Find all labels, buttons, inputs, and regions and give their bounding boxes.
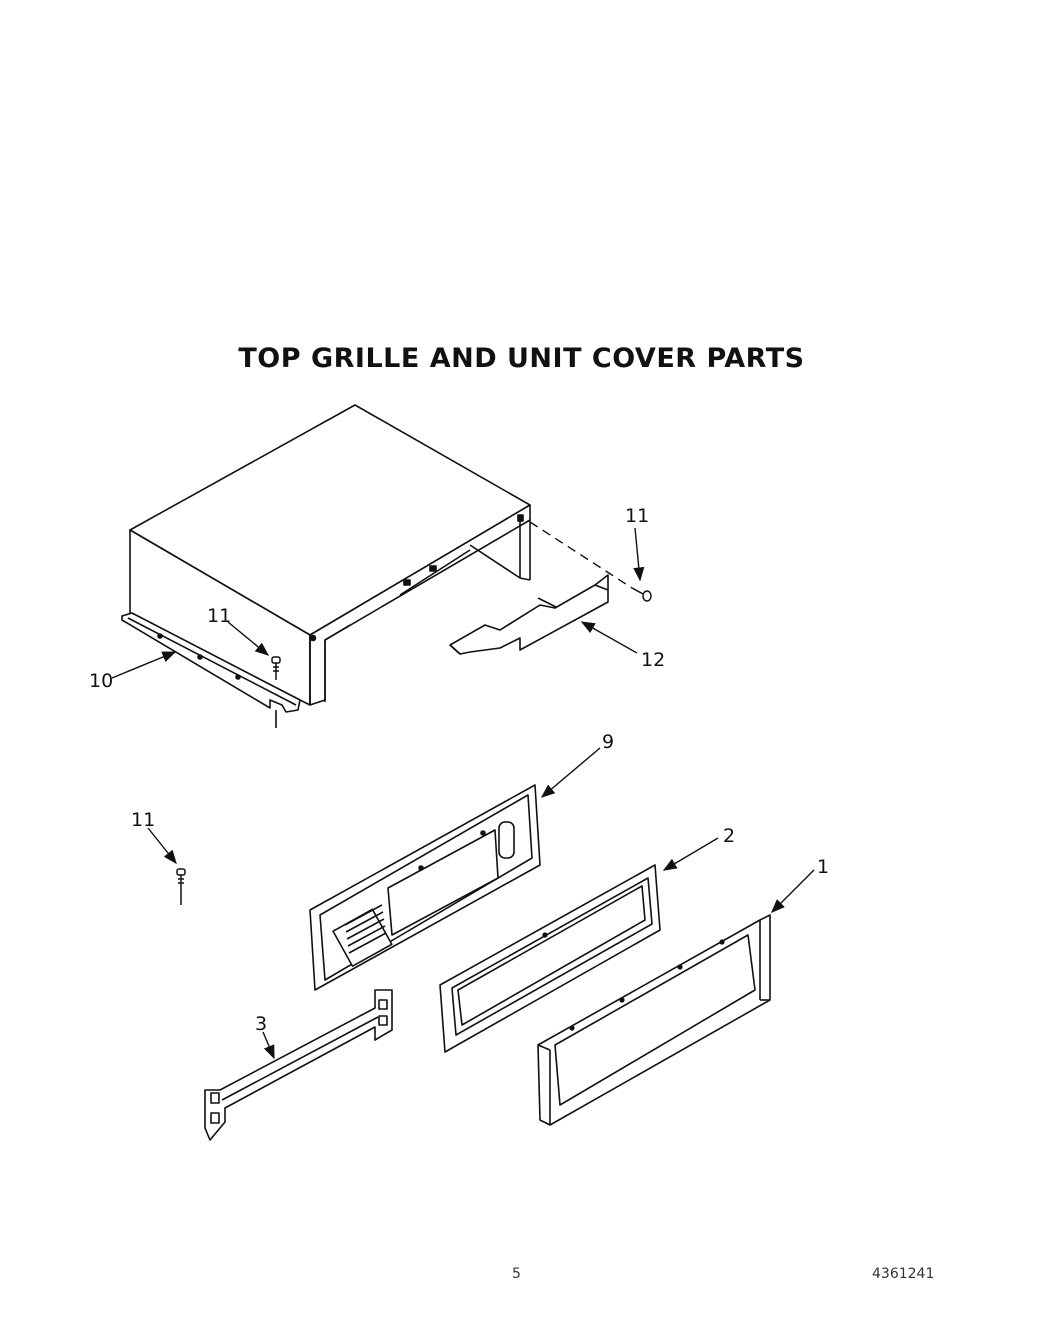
callout-12: 12	[641, 649, 665, 671]
frame-part-2	[439, 864, 661, 1053]
leader-lines	[111, 527, 815, 1060]
callout-11-left: 11	[207, 605, 231, 627]
screw-part-11-left	[271, 656, 281, 680]
unit-cover	[129, 404, 531, 706]
callout-11-right: 11	[625, 505, 649, 527]
page-number: 5	[512, 1266, 521, 1282]
callout-10: 10	[89, 670, 113, 692]
callout-9: 9	[602, 731, 614, 753]
grille-panel-part-9	[309, 784, 541, 991]
base-rail-part-10	[121, 612, 301, 728]
callout-11-loose: 11	[131, 809, 155, 831]
rear-bracket-part-12	[449, 574, 609, 655]
page-title: TOP GRILLE AND UNIT COVER PARTS	[238, 343, 805, 374]
callout-1: 1	[817, 856, 829, 878]
document-number: 4361241	[872, 1266, 935, 1282]
screw-part-11-right	[631, 587, 652, 602]
outer-trim-part-1	[537, 914, 771, 1126]
callout-3: 3	[255, 1013, 267, 1035]
callout-2: 2	[723, 825, 735, 847]
support-bar-part-3	[204, 989, 393, 1141]
alignment-line	[529, 521, 633, 589]
screw-part-11-loose	[176, 868, 186, 905]
